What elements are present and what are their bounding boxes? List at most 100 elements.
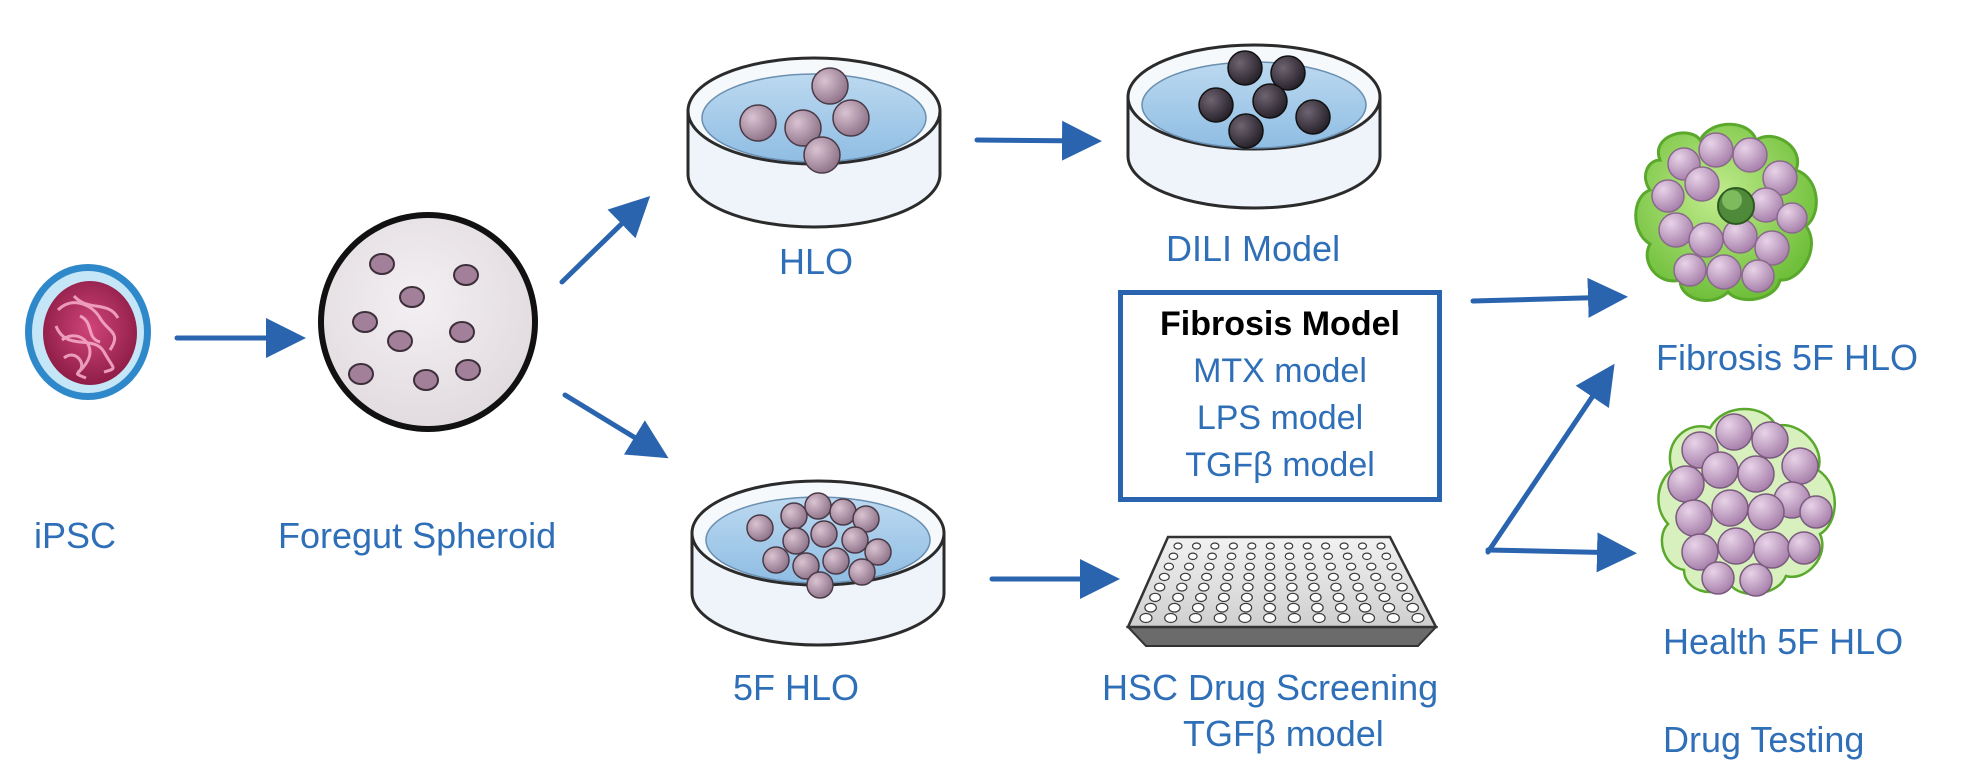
arrow-box-to-fibrosis	[1470, 277, 1628, 318]
plate-well	[1224, 562, 1235, 571]
plate-well	[1381, 552, 1392, 561]
plate-well	[1327, 572, 1339, 582]
health-5f-hlo-icon	[1657, 407, 1836, 597]
foregut-spheroid-icon	[318, 212, 538, 432]
plate-well	[1391, 572, 1403, 582]
plate-well	[1352, 582, 1364, 592]
plate-well	[1239, 602, 1253, 613]
plate-well	[1357, 542, 1368, 550]
plate-well	[1382, 602, 1396, 613]
arrow-hlo-to-dili	[974, 120, 1102, 161]
plate-well	[1168, 602, 1181, 613]
label-5f-hlo: 5F HLO	[733, 667, 860, 708]
plate-well	[1263, 592, 1276, 603]
plate-well	[1163, 562, 1175, 571]
plate-well	[1176, 582, 1188, 592]
plate-well	[1334, 602, 1348, 613]
arrows	[174, 120, 1637, 599]
plate-well	[1309, 592, 1322, 603]
plate-well	[1374, 582, 1386, 592]
plate-well	[1264, 572, 1276, 582]
plate-well	[1264, 562, 1276, 571]
fibrosis-model-item-tgfb: TGFβ model	[1185, 446, 1375, 484]
plate-well	[1207, 552, 1217, 561]
label-fibrosis-5f-hlo: Fibrosis 5F HLO	[1656, 337, 1919, 378]
fibrosis-model-item-mtx: MTX model	[1193, 352, 1367, 390]
plate-well	[1386, 562, 1397, 571]
plate-well	[1306, 572, 1318, 582]
plate-well	[1287, 612, 1302, 624]
plate-well	[1386, 612, 1400, 624]
plate-well	[1284, 552, 1295, 561]
plate-well	[1396, 582, 1408, 592]
plate-well	[1285, 562, 1296, 571]
arrow-foregut-to-hlo	[559, 196, 651, 285]
5f-hlo-organoids	[746, 492, 892, 599]
plate-well	[1366, 562, 1377, 571]
fibrosis-model-title: Fibrosis Model	[1160, 305, 1400, 343]
plate-well	[1173, 542, 1183, 550]
plate-well	[1153, 582, 1166, 592]
plate-well	[1191, 602, 1205, 613]
plate-well	[1201, 572, 1213, 582]
plate-well	[1286, 592, 1299, 603]
label-ipsc: iPSC	[34, 515, 117, 556]
plate-well	[1332, 592, 1345, 603]
dili-organoids	[1198, 50, 1331, 149]
plate-well	[1226, 552, 1237, 561]
plate-well	[1311, 602, 1324, 613]
plate-well	[1262, 612, 1277, 624]
plate-well	[1168, 552, 1179, 561]
plate-well	[1247, 542, 1257, 550]
dili-dish-icon	[1126, 43, 1382, 210]
plate-well	[1187, 552, 1198, 561]
plate-well	[1144, 602, 1157, 613]
hlo-dish-icon	[686, 56, 942, 229]
plate-well	[1191, 542, 1202, 550]
plate-wells	[1139, 542, 1425, 624]
plate-well	[1149, 592, 1162, 603]
plate-well	[1401, 592, 1414, 603]
plate-well	[1287, 602, 1300, 613]
plate-well	[1308, 582, 1320, 592]
plate-well	[1228, 542, 1239, 550]
label-hlo: HLO	[779, 241, 854, 282]
label-hsc-tgfb-model: TGFβ model	[1183, 713, 1384, 754]
plate-well	[1238, 612, 1252, 624]
plate-well	[1263, 602, 1276, 613]
plate-well	[1210, 542, 1220, 550]
plate-well	[1158, 572, 1170, 582]
plate-well	[1265, 552, 1276, 561]
plate-well	[1194, 592, 1207, 603]
plate-well	[1303, 552, 1314, 561]
plate-well	[1198, 582, 1210, 592]
arrow-foregut-to-5fhlo	[562, 392, 669, 459]
plate-well	[1222, 572, 1234, 582]
fibrosis-model-box: Fibrosis Model MTX model LPS model TGFβ …	[1118, 290, 1442, 502]
ipsc-cell-icon	[25, 264, 151, 400]
plate-well	[1378, 592, 1391, 603]
plate-well	[1244, 562, 1256, 571]
fibrosis-model-item-lps: LPS model	[1196, 399, 1364, 437]
plate-well	[1245, 552, 1256, 561]
plate-well	[1361, 552, 1372, 561]
arrow-hsc-to-fibrosis	[1485, 363, 1615, 555]
plate-well	[1285, 572, 1297, 582]
arrow-hsc-to-health	[1485, 532, 1637, 573]
plate-well	[1370, 572, 1382, 582]
plate-well	[1204, 562, 1215, 571]
plate-well	[1355, 592, 1368, 603]
plate-well	[1337, 612, 1351, 624]
plate-well	[1330, 582, 1342, 592]
plate-well	[1342, 552, 1353, 561]
plate-well	[1345, 562, 1357, 571]
plate-well	[1284, 542, 1294, 550]
plate-well	[1243, 572, 1255, 582]
plate-well	[1215, 602, 1229, 613]
plate-well	[1305, 562, 1316, 571]
plate-well	[1320, 542, 1331, 550]
plate-well	[1242, 582, 1254, 592]
plate-well	[1325, 562, 1337, 571]
well-plate-icon	[1125, 535, 1439, 647]
